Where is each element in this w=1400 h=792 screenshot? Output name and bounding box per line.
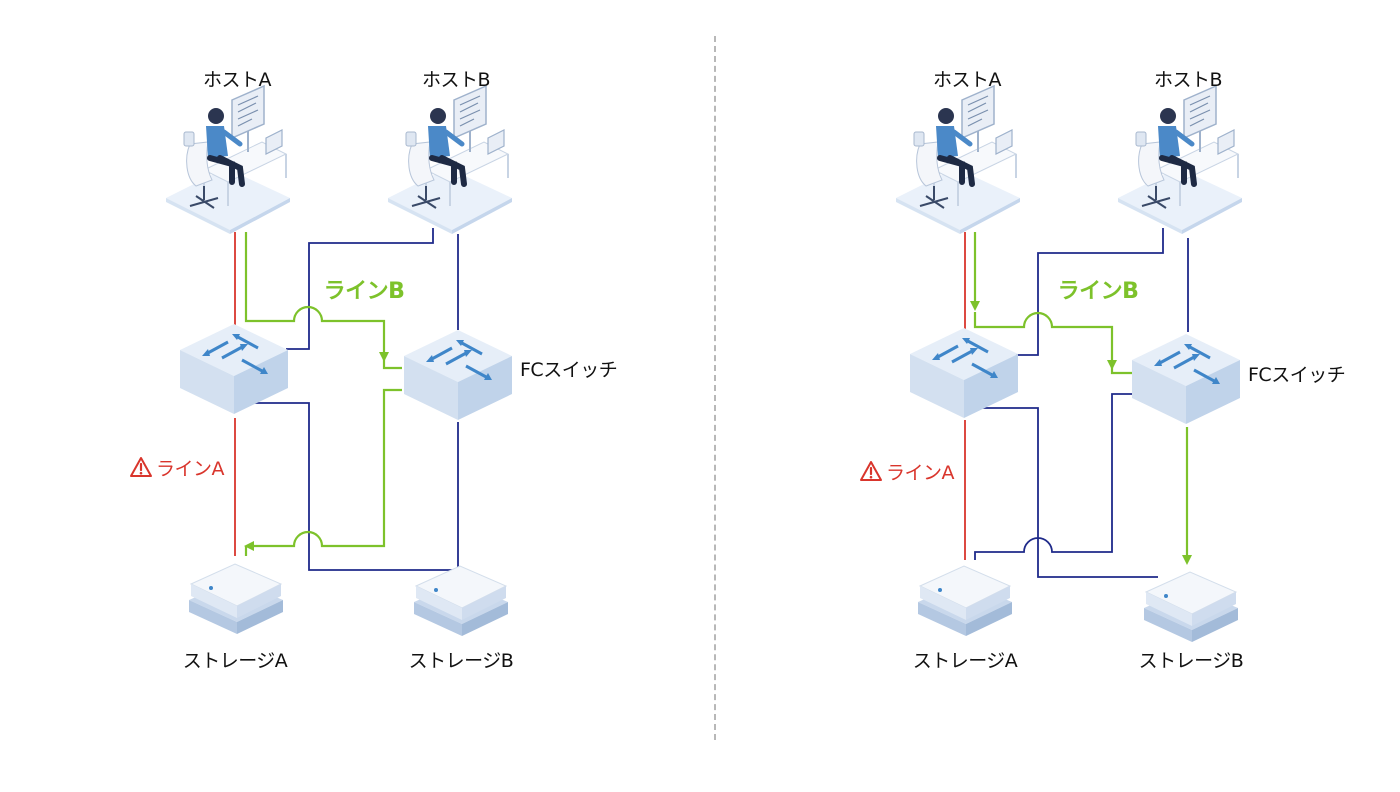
panel-right [859,86,1242,643]
fc-switch-label: FCスイッチ [520,359,618,381]
host-a-label: ホストA [203,69,272,91]
panel-divider [714,36,716,740]
line-a-label: ラインA [886,462,955,484]
host-b-icon [388,86,512,234]
storage-b-label: ストレージB [1138,650,1244,672]
line-b-label: ラインB [323,279,405,304]
host-b-label: ホストB [1153,69,1223,91]
warning-icon [129,456,153,478]
storage-a-label: ストレージA [182,650,288,672]
storage-b-label: ストレージB [408,650,514,672]
host-b-label: ホストB [421,69,491,91]
line-b-label: ラインB [1057,279,1139,304]
host-a-icon [896,86,1020,234]
storage-b-icon [413,565,509,637]
switch-a-icon [178,322,290,416]
switch-b-icon [1130,332,1242,426]
fc-switch-label: FCスイッチ [1248,364,1346,386]
line-b-wire-left [244,232,402,556]
switch-b-icon [402,328,514,422]
line-b-wire-right [970,232,1192,565]
navy-wiring-left [240,228,459,571]
line-a-label: ラインA [156,458,225,480]
host-a-label: ホストA [933,69,1002,91]
navy-wiring-right [970,228,1189,578]
storage-a-label: ストレージA [912,650,1018,672]
storage-a-icon [188,563,284,635]
panel-left [129,86,514,637]
storage-a-icon [917,565,1013,637]
warning-icon [859,460,883,482]
switch-a-icon [908,326,1020,420]
host-a-icon [166,86,290,234]
storage-b-icon [1143,571,1239,643]
host-b-icon [1118,86,1242,234]
